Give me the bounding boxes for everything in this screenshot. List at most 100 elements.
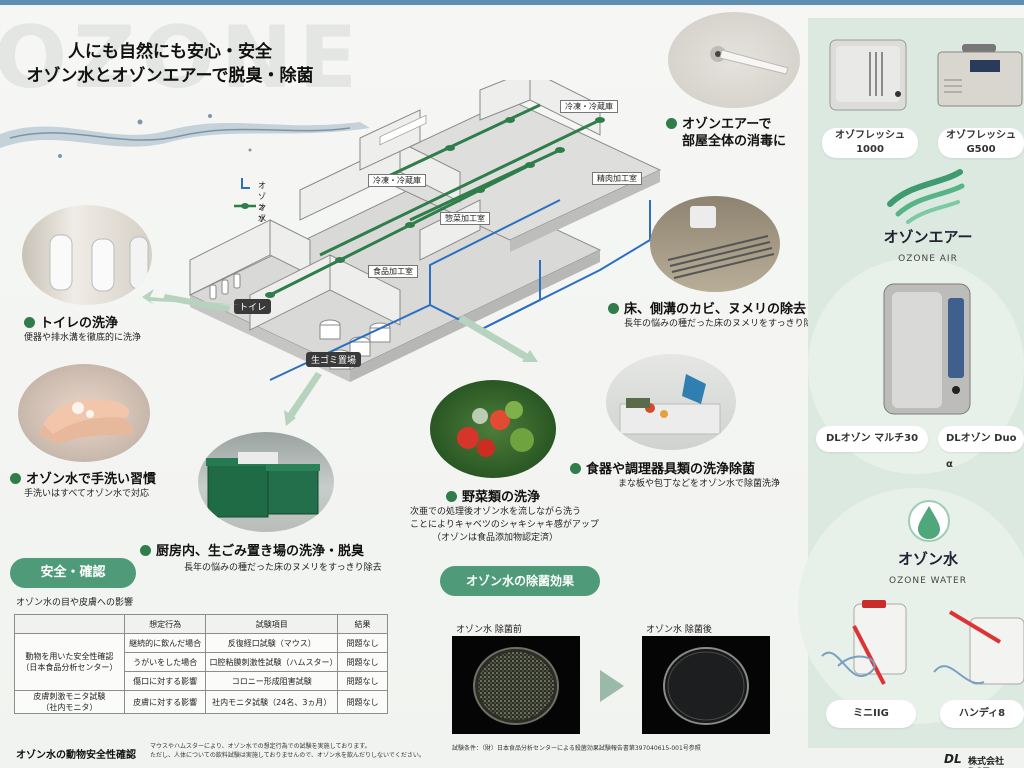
drain-grate-image [667,206,775,279]
urinal-image [49,234,149,292]
table-cell: 傷口に対する影響 [123,671,207,691]
feature-air-title-line1: オゾンエアーで [682,117,772,132]
room-label-deli-processing: 惣菜加工室 [440,212,490,225]
table-cell: 問題なし [337,690,388,714]
top-strip [0,0,1024,5]
cutting-board-image [619,374,721,435]
table-header-blank [14,614,125,634]
bullet-icon [10,473,21,484]
table-cell: 皮膚に対する影響 [123,690,207,714]
room-label-food-processing: 食品加工室 [368,265,418,278]
bullet-icon [608,303,619,314]
sterilization-pill: オゾン水の除菌効果 [440,566,600,596]
vegetables-image [457,401,534,457]
ozone-water-title: オゾン水 [897,550,958,568]
headline-line1: 人にも自然にも安心・安全 [68,42,272,62]
ozone-vent-image [710,46,789,75]
table-cell: 継続的に飲んだ場合 [123,633,207,653]
table-header: 試験項目 [205,614,339,634]
table-cell: 問題なし [337,671,388,691]
table-cell: 問題なし [337,652,388,672]
product-dl-multi30-label[interactable]: DLオゾン マルチ30 [816,426,928,452]
room-label-freezer-a: 冷凍・冷蔵庫 [368,174,426,187]
ceiling-vent-photo [668,12,800,108]
table-group-animal: 動物を用いた安全性確認 （日本食品分析センター） [14,633,125,691]
feature-vegetables-desc-line1: 次亜での処理後オゾン水を流しながら洗う [410,507,582,517]
feature-air-title-line2: 部屋全体の消毒に [682,134,787,149]
sterilization-after-label: オゾン水 除菌後 [646,625,712,635]
table-row: 傷口に対する影響 コロニー形成阻害試験 問題なし [15,671,388,691]
ozone-air-title: オゾンエアー [883,228,973,246]
ozone-water-subtitle: OZONE WATER [889,576,967,586]
product-mini2g-label[interactable]: ミニIIG [826,700,916,728]
bullet-icon [140,545,151,556]
feature-vegetables-desc: 次亜での処理後オゾン水を流しながら洗う ことによりキャベツのシャキシャキ感がアッ… [410,506,599,545]
headline: 人にも自然にも安心・安全 オゾン水とオゾンエアーで脱臭・除菌 [20,40,320,88]
petri-dish-after-image [642,636,770,734]
feature-floor-desc: 長年の悩みの種だった床のヌメリをすっきり除去 [624,319,822,329]
table-row: うがいをした場合 口腔粘膜刺激性試験（ハムスター） 問題なし [15,652,388,672]
room-label-meat-processing: 精肉加工室 [592,172,642,185]
petri-dish-before-image [452,636,580,734]
feature-handwash-desc: 手洗いはすべてオゾン水で対応 [24,489,150,499]
headline-line2: オゾン水とオゾンエアーで脱臭・除菌 [26,66,314,86]
table-cell: 口腔粘膜刺激性試験（ハムスター） [205,652,339,672]
water-pipe-icon [241,178,250,189]
vegetables-photo [430,380,556,478]
ozone-air-subtitle: OZONE AIR [898,254,958,264]
table-cell: うがいをした場合 [123,652,207,672]
feature-vegetables-title: 野菜類の洗浄 [446,486,540,505]
table-header: 結果 [337,614,388,634]
safety-table: 想定行為 試験項目 結果 動物を用いた安全性確認 （日本食品分析センター） 継続… [14,614,388,714]
safety-subtitle: オゾン水の目や皮膚への影響 [16,598,134,608]
feature-handwash-title: オゾン水で手洗い習慣 [10,468,156,487]
table-cell: 問題なし [337,633,388,653]
ozone-air-logo-icon [887,169,965,224]
safety-pill: 安全・確認 [10,558,136,588]
bullet-icon [446,491,457,502]
product-dl-duo-label[interactable]: DLオゾン Duo α [938,426,1024,470]
handwash-photo [18,364,150,462]
water-splash-image [0,114,370,158]
dishes-photo [606,354,736,450]
room-label-freezer-b: 冷凍・冷蔵庫 [560,100,618,113]
safety-footer-note: マウスやハムスターにより、オゾン水での想定行為での試験を実施しております。 ただ… [150,742,425,760]
bullet-icon [666,118,677,129]
bullet-icon [24,317,35,328]
table-header-row: 想定行為 試験項目 結果 [14,614,388,634]
safety-footer-note2: ただし、人体についての飲料試験は実施しておりませんので、オゾン水を飲んだりしない… [150,752,425,759]
product-ozofresh-g500-image [932,40,1024,116]
product-ozofresh-g500-label[interactable]: オゾフレッシュ G500 [938,128,1024,158]
safety-footer-note1: マウスやハムスターにより、オゾン水での想定行為での試験を実施しております。 [150,743,371,750]
table-group-skin: 皮膚刺激モニタ試験 （社内モニタ） [14,690,125,714]
ozone-water-logo-icon [908,500,950,542]
feature-vegetables-desc-line2: ことによりキャベツのシャキシャキ感がアップ [410,520,599,530]
product-dl-multi30-image [878,278,978,418]
feature-dishes-desc: まな板や包丁などをオゾン水で除菌洗浄 [618,479,781,489]
room-label-garbage: 生ゴミ置場 [306,352,362,367]
brand-logo: DL [944,752,962,766]
product-handy8-label[interactable]: ハンディ8 [940,700,1024,728]
feature-air-title: オゾンエアーで 部屋全体の消毒に [666,116,786,150]
background-word: OZONE [0,8,364,108]
feature-toilet-title: トイレの洗浄 [24,312,118,331]
feature-kitchen-desc: 長年の悩みの種だった床のヌメリをすっきり除去 [184,563,382,573]
feature-floor-title: 床、側溝のカビ、ヌメリの除去 [608,298,806,317]
floor-drain-photo [650,196,780,292]
product-mini2g-image [818,596,918,694]
feature-vegetables-desc-line3: （オゾンは食品添加物認定済） [431,533,558,543]
table-cell: コロニー形成阻害試験 [205,671,339,691]
brand-company: 株式会社DOT [968,757,1005,768]
green-bins-image [206,452,320,518]
product-ozofresh-1000-image [826,36,912,116]
sterilization-before-label: オゾン水 除菌前 [456,625,522,635]
bullet-icon [570,463,581,474]
arrow-right-icon [600,670,624,702]
air-duct-icon [234,203,256,209]
table-cell: 社内モニタ試験（24名、3ヵ月） [205,690,339,714]
garbage-area-photo [198,432,334,532]
feature-dishes-title: 食器や調理器具類の洗浄除菌 [570,458,755,477]
product-ozofresh-1000-label[interactable]: オゾフレッシュ 1000 [822,128,918,158]
room-label-toilet: トイレ [234,299,272,314]
